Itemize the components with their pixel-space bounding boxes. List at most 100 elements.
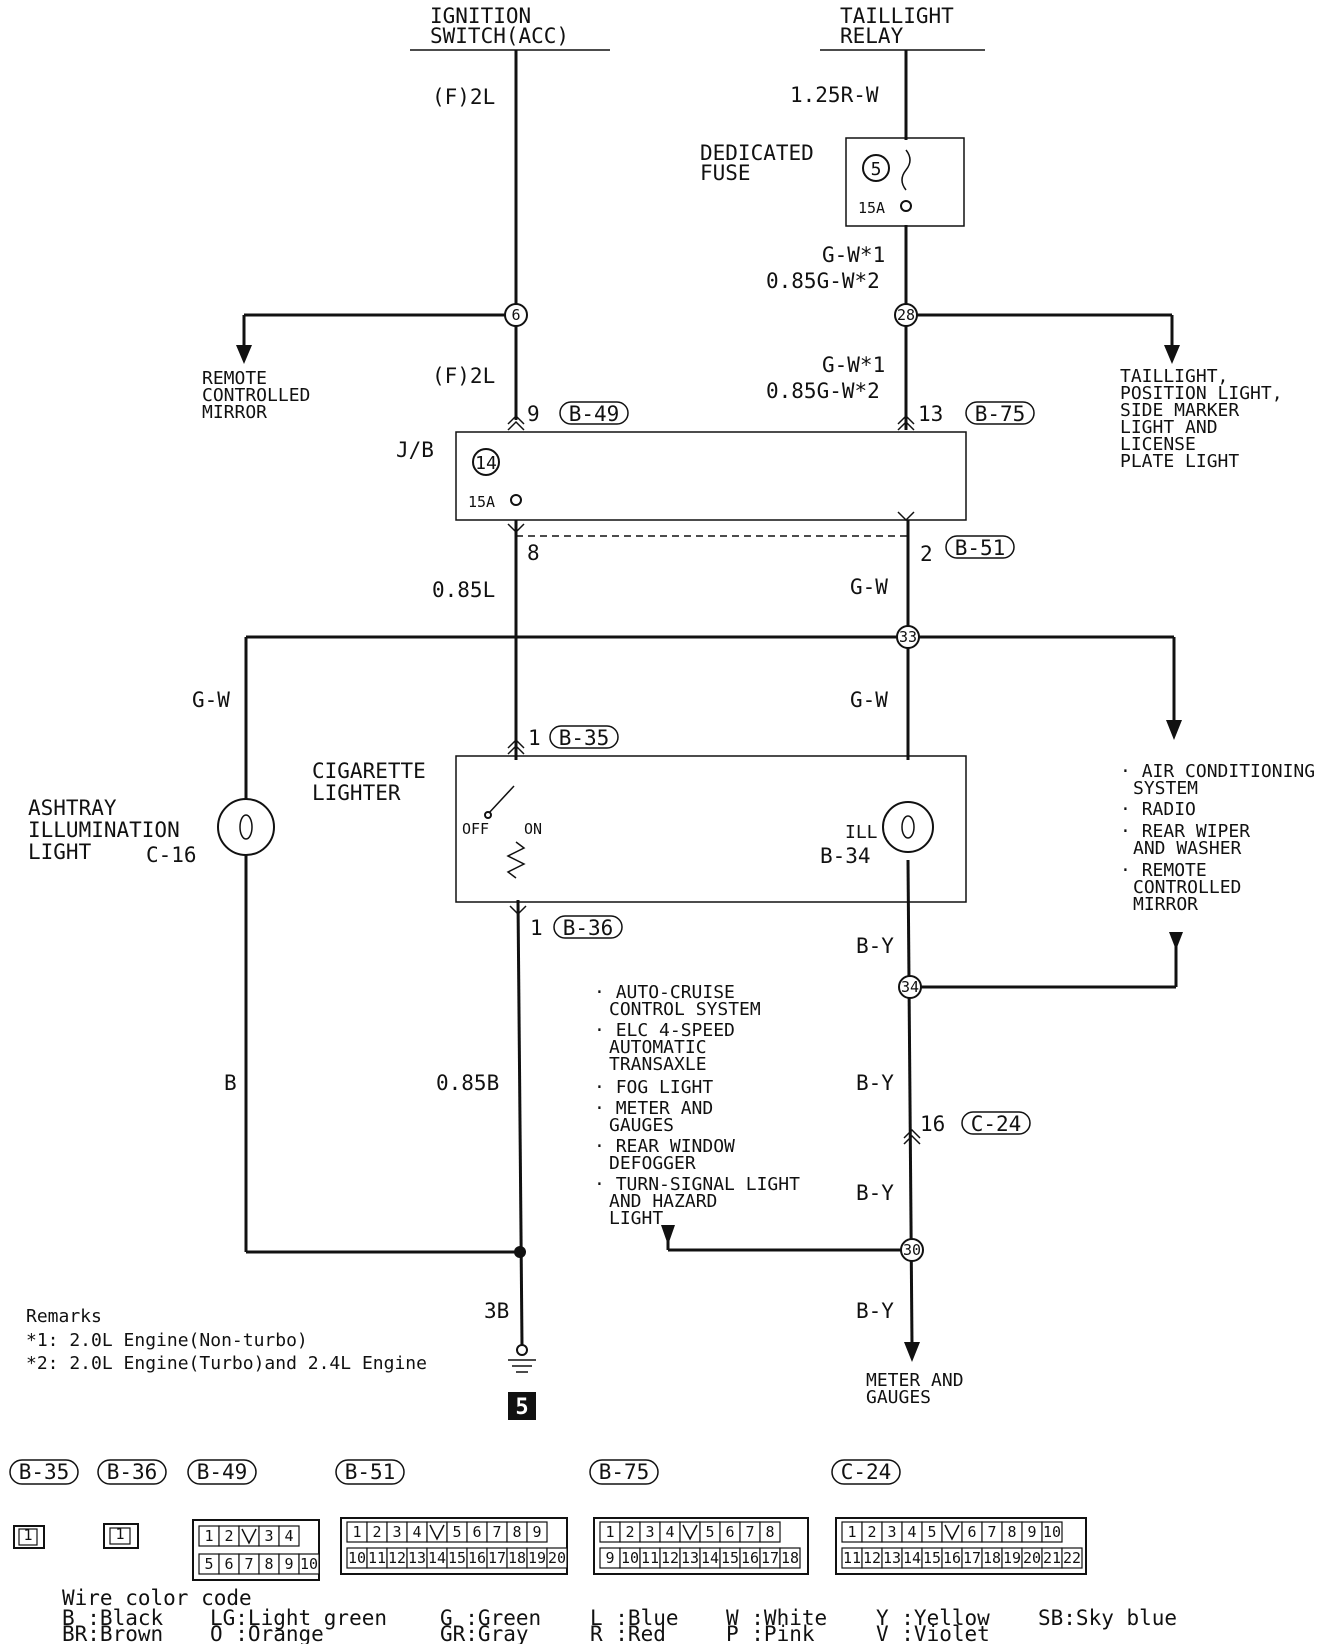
connector-view-b51-pin: 9 bbox=[532, 1523, 541, 1541]
wire-label-f2l-mid: (F)2L bbox=[432, 364, 495, 388]
connector-b35-label: B-35 bbox=[559, 726, 610, 750]
splice-6-number: 6 bbox=[511, 306, 520, 324]
dedicated-fuse-label-2: FUSE bbox=[700, 161, 751, 185]
arrow-to-taillight bbox=[1164, 345, 1180, 364]
splice-34 bbox=[898, 975, 922, 999]
connector-view-b49-pin: 5 bbox=[204, 1555, 213, 1573]
connector-b49-label: B-49 bbox=[569, 402, 620, 426]
ground-systems-12: AND HAZARD bbox=[609, 1191, 717, 1212]
connector-view-b75-pin: 10 bbox=[621, 1549, 639, 1567]
connector-view-b49-pin: 1 bbox=[204, 1527, 213, 1545]
wire-label-085l: 0.85L bbox=[432, 578, 495, 602]
connector-view-b49-pin: 7 bbox=[244, 1555, 253, 1573]
connector-view-b75-pin: 5 bbox=[705, 1523, 714, 1541]
connector-view-b51-pin: 10 bbox=[348, 1549, 366, 1567]
connector-view-b51-pin: 12 bbox=[388, 1549, 406, 1567]
ill-systems-5: AND WASHER bbox=[1133, 838, 1242, 859]
ground-systems-8: GAUGES bbox=[609, 1115, 674, 1136]
connector-view-b75-pin: 16 bbox=[741, 1549, 759, 1567]
connector-view-b51-pin: 7 bbox=[492, 1523, 501, 1541]
connector-view-c24-cell bbox=[1041, 1521, 1063, 1543]
color-code-lg: LG:Light green bbox=[210, 1606, 387, 1630]
arrow-from-ground-systems bbox=[661, 1225, 675, 1245]
connector-view-b75-pin: 9 bbox=[605, 1549, 614, 1567]
connector-view-c24-cell bbox=[1061, 1547, 1083, 1569]
connector-view-b49-label-box bbox=[187, 1459, 257, 1485]
connector-view-b51-pin: 4 bbox=[412, 1523, 421, 1541]
color-code-b: B :Black bbox=[62, 1606, 164, 1630]
connector-view-b75-pin: 17 bbox=[761, 1549, 779, 1567]
connector-view-c24-pin: 12 bbox=[863, 1549, 881, 1567]
connector-view-b75-cell bbox=[759, 1521, 781, 1543]
ground-systems-7: · METER AND bbox=[594, 1098, 713, 1119]
connector-view-c24-label: C-24 bbox=[841, 1460, 892, 1484]
splice-34-number: 34 bbox=[901, 978, 919, 996]
ground-systems-5: TRANSAXLE bbox=[609, 1054, 707, 1075]
color-code-y: Y :Yellow bbox=[876, 1606, 990, 1630]
connector-view-b75-pin: 12 bbox=[661, 1549, 679, 1567]
connector-view-b35-cell bbox=[18, 1528, 38, 1546]
connector-view-b75-label: B-75 bbox=[599, 1460, 650, 1484]
connector-view-c24-pin: 20 bbox=[1023, 1549, 1041, 1567]
ill-bulb bbox=[882, 801, 934, 853]
wire-label-f2l-top: (F)2L bbox=[432, 85, 495, 109]
dedicated-fuse-element bbox=[901, 149, 911, 191]
connector-view-b51-pin: 17 bbox=[488, 1549, 506, 1567]
connector-view-c24-pin: 21 bbox=[1043, 1549, 1061, 1567]
meter-label-1: METER AND bbox=[866, 1370, 964, 1391]
connector-c24-label: C-24 bbox=[971, 1112, 1022, 1136]
ground-systems-9: · REAR WINDOW bbox=[594, 1136, 735, 1157]
connector-view-c24-pin: 13 bbox=[883, 1549, 901, 1567]
connector-view-b35-label-box bbox=[9, 1459, 79, 1485]
splice-6 bbox=[504, 303, 528, 327]
connector-view-b51-pin: 5 bbox=[452, 1523, 461, 1541]
connector-b36-label: B-36 bbox=[563, 916, 614, 940]
connector-b75-callout bbox=[965, 401, 1035, 425]
jb-box bbox=[455, 431, 967, 521]
connector-b49-callout bbox=[559, 401, 629, 425]
meter-label-2: GAUGES bbox=[866, 1387, 931, 1408]
wire-label-gw-star1-a: G-W*1 bbox=[822, 243, 885, 267]
ill-systems-2: SYSTEM bbox=[1133, 778, 1198, 799]
connector-view-b49-pin: 6 bbox=[224, 1555, 233, 1573]
ashtray-bulb bbox=[217, 798, 275, 856]
connector-view-c24-pin: 9 bbox=[1027, 1523, 1036, 1541]
color-code-title: Wire color code bbox=[62, 1586, 252, 1610]
connector-view-b49-cell bbox=[298, 1553, 320, 1575]
mirror-label-3: MIRROR bbox=[202, 402, 267, 423]
wire-label-gw-right-mid: G-W bbox=[850, 688, 888, 712]
ill-bulb-filament bbox=[901, 815, 915, 839]
remark-1: *1: 2.0L Engine(Non-turbo) bbox=[26, 1330, 308, 1351]
arrow-to-meter bbox=[904, 1342, 920, 1362]
connector-b51-callout bbox=[945, 535, 1015, 559]
connector-view-b51-label: B-51 bbox=[345, 1460, 396, 1484]
connector-view-c24-pin: 15 bbox=[923, 1549, 941, 1567]
color-code-r: R :Red bbox=[590, 1622, 666, 1644]
ground-junction-dot bbox=[514, 1246, 526, 1258]
dedicated-fuse-terminal bbox=[900, 200, 912, 212]
lighter-on-label: ON bbox=[524, 820, 542, 838]
connector-view-b36-pin: 1 bbox=[115, 1525, 124, 1543]
taillight-dest-1: TAILLIGHT, bbox=[1120, 366, 1228, 387]
splice-30 bbox=[900, 1238, 924, 1262]
connector-view-b51-pin: 1 bbox=[352, 1523, 361, 1541]
dedicated-fuse-rating: 15A bbox=[858, 199, 885, 217]
connector-view-c24-pin: 14 bbox=[903, 1549, 921, 1567]
connector-view-b75-pin: 14 bbox=[701, 1549, 719, 1567]
remark-2: *2: 2.0L Engine(Turbo)and 2.4L Engine bbox=[26, 1353, 427, 1374]
ground-systems-13: LIGHT bbox=[609, 1208, 663, 1229]
color-code-g: G :Green bbox=[440, 1606, 541, 1630]
taillight-dest-4: LIGHT AND bbox=[1120, 417, 1218, 438]
ground-systems-10: DEFOGGER bbox=[609, 1153, 696, 1174]
wire-label-3b: 3B bbox=[484, 1299, 509, 1323]
jb-label: J/B bbox=[396, 438, 434, 462]
connector-view-b75-cell bbox=[779, 1547, 801, 1569]
connector-view-b75-pin: 7 bbox=[745, 1523, 754, 1541]
splice-33 bbox=[896, 625, 920, 649]
connector-view-b75-pin: 1 bbox=[605, 1523, 614, 1541]
connector-view-b51-pin: 19 bbox=[528, 1549, 546, 1567]
chevron-b49 bbox=[507, 414, 525, 431]
wire-label-gw-left: G-W bbox=[192, 688, 230, 712]
connector-view-b51-label-box bbox=[335, 1459, 405, 1485]
connector-view-c24-pin: 2 bbox=[867, 1523, 876, 1541]
